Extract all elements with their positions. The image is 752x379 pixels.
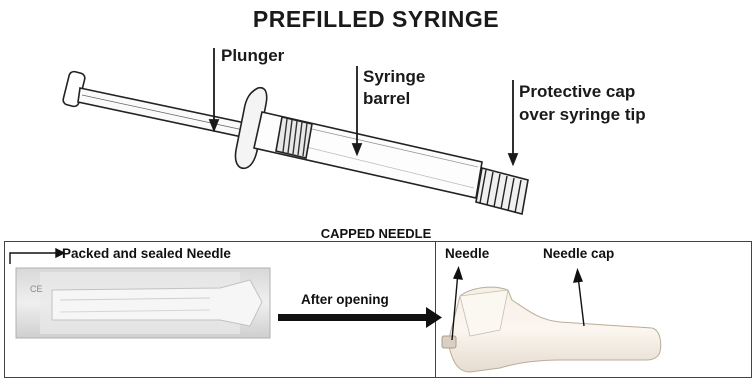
needle-label: Needle [445, 246, 489, 261]
svg-text:CE: CE [30, 284, 43, 294]
packed-sealed-needle-label: Packed and sealed Needle [62, 246, 231, 261]
needle-cap-label: Needle cap [543, 246, 614, 261]
after-opening-label: After opening [301, 292, 389, 307]
